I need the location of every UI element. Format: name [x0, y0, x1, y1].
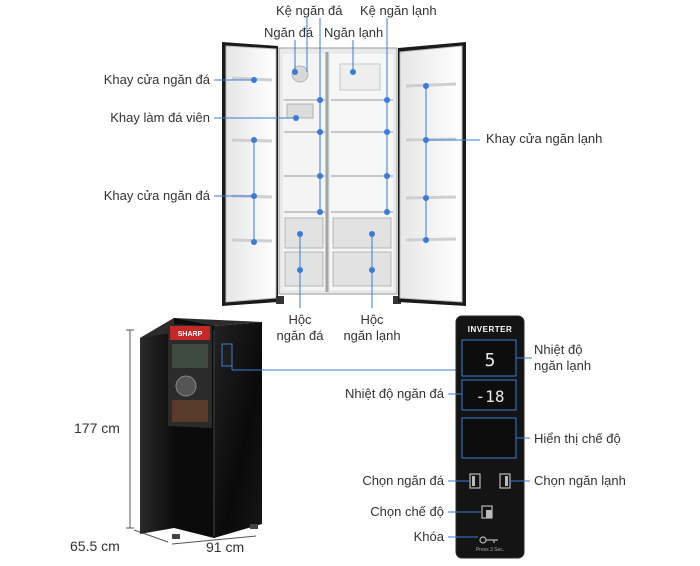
- dimension-width: 91 cm: [206, 539, 245, 555]
- label-nhiet-do-ngan-da: Nhiệt độ ngăn đá: [344, 386, 444, 401]
- freezer-drawer-1: [284, 217, 324, 249]
- control-panel: [455, 315, 525, 559]
- label-khay-cua-ngan-da-top: Khay cửa ngăn đá: [103, 72, 210, 87]
- door-graphic-veg: [172, 400, 208, 422]
- label-khoa: Khóa: [413, 529, 444, 544]
- fridge-light: [339, 63, 381, 91]
- label-khay-cua-ngan-da-bottom: Khay cửa ngăn đá: [103, 188, 210, 203]
- fridge-temp-box: [461, 339, 517, 377]
- inverter-title: INVERTER: [468, 325, 512, 334]
- freezer-drawer-2: [284, 251, 324, 287]
- label-ngan-lanh: Ngăn lạnh: [324, 25, 384, 40]
- door-graphic-food: [172, 344, 208, 368]
- label-chon-che-do: Chọn chế độ: [370, 504, 444, 519]
- closed-fridge-illustration: SHARP: [126, 318, 262, 545]
- label-chon-ngan-da: Chọn ngăn đá: [362, 473, 444, 488]
- fridge-side: [140, 318, 174, 534]
- label-ke-ngan-da: Kệ ngăn đá: [276, 3, 343, 18]
- label-khay-cua-ngan-lanh: Khay cửa ngăn lạnh: [486, 131, 603, 146]
- label-khay-lam-da-vien: Khay làm đá viên: [110, 110, 210, 125]
- brand-logo: SHARP: [178, 331, 203, 338]
- fridge-drawer-2: [332, 251, 392, 287]
- open-fridge-illustration: [222, 42, 466, 306]
- dimension-lines: [126, 329, 257, 545]
- label-nhiet-do-ngan-lanh: Nhiệt độ ngăn lạnh: [534, 342, 592, 373]
- fridge-temp-readout: 5: [485, 350, 496, 371]
- label-hoc-ngan-da: Hộc ngăn đá: [276, 312, 324, 343]
- left-door-inner: [225, 45, 277, 303]
- ice-tray-shape: [286, 103, 314, 119]
- fridge-shelves: [331, 99, 393, 213]
- label-ke-ngan-lanh: Kệ ngăn lạnh: [360, 3, 437, 18]
- fridge-compartment: [330, 54, 393, 290]
- freezer-temp-readout: -18: [476, 387, 505, 406]
- callout-lines-panel: [448, 357, 532, 538]
- brand-strip: [170, 326, 210, 340]
- callout-dots-top: [251, 69, 429, 273]
- door-graphic-badge: [175, 375, 197, 397]
- fridge-drawer-1: [332, 217, 392, 249]
- press-hint: Press 3 Sec.: [476, 547, 504, 553]
- label-ngan-da: Ngăn đá: [264, 25, 314, 40]
- dimension-depth: 65.5 cm: [70, 538, 120, 554]
- door-panel-mini: [221, 343, 233, 367]
- mode-display-box: [461, 417, 517, 459]
- label-hien-thi-che-do: Hiển thị chế độ: [534, 431, 621, 446]
- freezer-temp-box: [461, 379, 517, 411]
- label-chon-ngan-lanh: Chọn ngăn lạnh: [534, 473, 626, 488]
- fridge-front-right: [214, 322, 262, 538]
- dimension-height: 177 cm: [74, 420, 120, 436]
- label-hoc-ngan-lanh: Hộc ngăn lạnh: [343, 312, 401, 343]
- panel-connector: [231, 344, 456, 371]
- freezer-compartment: [283, 54, 325, 290]
